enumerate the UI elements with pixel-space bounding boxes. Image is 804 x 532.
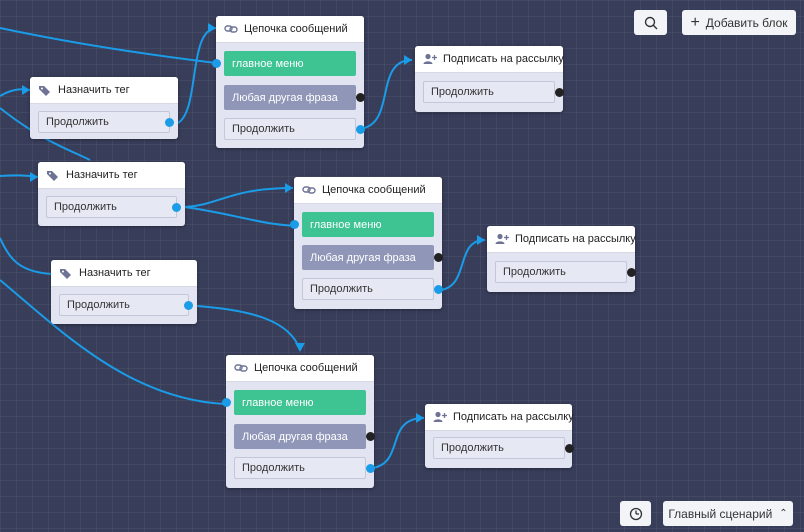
chain-node-2[interactable]: Цепочка сообщений главное меню Любая дру… — [290, 177, 443, 309]
output-dot[interactable] — [434, 253, 443, 262]
any-phrase-port[interactable]: Любая другая фраза — [302, 245, 443, 270]
scenario-label: Главный сценарий — [668, 506, 773, 521]
wire-chain3-sub3 — [372, 417, 425, 469]
wire-in-tag2 — [0, 174, 39, 178]
subscribe-continue-port[interactable]: Продолжить — [423, 81, 564, 103]
output-dot[interactable] — [434, 284, 443, 294]
main-menu-port[interactable]: главное меню — [290, 212, 434, 237]
wire-tag2-chain2b — [184, 206, 302, 227]
chain-continue-port[interactable]: Продолжить — [302, 278, 443, 300]
output-dot[interactable] — [172, 202, 181, 212]
subscribe-continue-port[interactable]: Продолжить — [495, 261, 636, 283]
wire-tag2-chain2 — [184, 187, 294, 208]
subscribe-node-1[interactable]: Подписать на рассылку Продолжить — [415, 46, 564, 112]
tag-icon — [59, 266, 73, 280]
wire-chain1-sub1 — [363, 59, 413, 129]
link-icon — [234, 361, 248, 375]
search-button[interactable] — [634, 10, 667, 35]
any-phrase-port[interactable]: Любая другая фраза — [224, 85, 365, 110]
wire-in-tag3 — [0, 237, 53, 275]
tag-continue-port[interactable]: Продолжить — [38, 111, 174, 133]
scenario-select[interactable]: Главный сценарий ⌃ — [663, 501, 793, 526]
tag-node-3[interactable]: Назначить тег Продолжить — [51, 260, 197, 324]
chain-node-title: Цепочка сообщений — [244, 23, 348, 35]
add-block-label: Добавить блок — [705, 15, 788, 30]
chevron-up-icon: ⌃ — [779, 508, 788, 519]
chain-node-3[interactable]: Цепочка сообщений главное меню Любая дру… — [222, 355, 375, 488]
wire-in-chain1 — [0, 27, 217, 64]
tag-icon — [46, 168, 60, 182]
history-button[interactable] — [620, 501, 651, 526]
wire-in-tag1 — [0, 88, 31, 97]
chain-node-title: Цепочка сообщений — [322, 184, 426, 196]
input-dot[interactable] — [290, 220, 299, 229]
tag-continue-port[interactable]: Продолжить — [59, 294, 193, 316]
output-dot[interactable] — [627, 267, 636, 277]
wire-chain2-sub2 — [440, 239, 486, 291]
tag-icon — [38, 83, 52, 97]
main-menu-port[interactable]: главное меню — [212, 51, 356, 76]
subscribe-node-title: Подписать на рассылку — [515, 233, 636, 245]
any-phrase-port[interactable]: Любая другая фраза — [234, 424, 375, 449]
output-dot[interactable] — [366, 432, 375, 441]
subscribe-node-2[interactable]: Подписать на рассылку Продолжить — [487, 226, 636, 292]
tag-node-title: Назначить тег — [66, 169, 138, 181]
add-block-button[interactable]: + Добавить блок — [682, 10, 796, 35]
tag-continue-port[interactable]: Продолжить — [46, 196, 181, 218]
search-icon — [644, 16, 657, 29]
user-plus-icon — [423, 52, 437, 66]
output-dot[interactable] — [565, 443, 574, 453]
user-plus-icon — [433, 410, 447, 424]
tag-node-1[interactable]: Назначить тег Продолжить — [30, 77, 178, 139]
output-dot[interactable] — [184, 300, 193, 310]
output-dot[interactable] — [356, 124, 365, 134]
chain-node-1[interactable]: Цепочка сообщений главное меню Любая дру… — [212, 16, 365, 148]
clock-icon — [629, 507, 642, 520]
input-dot[interactable] — [212, 59, 221, 68]
subscribe-continue-port[interactable]: Продолжить — [433, 437, 574, 459]
wire-tag1-chain1 — [177, 27, 217, 124]
plus-icon: + — [690, 13, 700, 31]
chain-node-title: Цепочка сообщений — [254, 362, 358, 374]
chain-continue-port[interactable]: Продолжить — [224, 118, 365, 140]
link-icon — [224, 22, 238, 36]
output-dot[interactable] — [356, 93, 365, 102]
chain-continue-port[interactable]: Продолжить — [234, 457, 375, 479]
main-menu-port[interactable]: главное меню — [222, 390, 366, 415]
subscribe-node-3[interactable]: Подписать на рассылку Продолжить — [425, 404, 574, 468]
output-dot[interactable] — [165, 117, 174, 127]
output-dot[interactable] — [366, 463, 375, 473]
link-icon — [302, 183, 316, 197]
subscribe-node-title: Подписать на рассылку — [453, 411, 574, 423]
tag-node-2[interactable]: Назначить тег Продолжить — [38, 162, 185, 226]
input-dot[interactable] — [222, 398, 231, 407]
output-dot[interactable] — [555, 87, 564, 97]
wire-tag3-chain3 — [196, 305, 301, 351]
tag-node-title: Назначить тег — [58, 84, 130, 96]
user-plus-icon — [495, 232, 509, 246]
subscribe-node-title: Подписать на рассылку — [443, 53, 564, 65]
tag-node-title: Назначить тег — [79, 267, 151, 279]
